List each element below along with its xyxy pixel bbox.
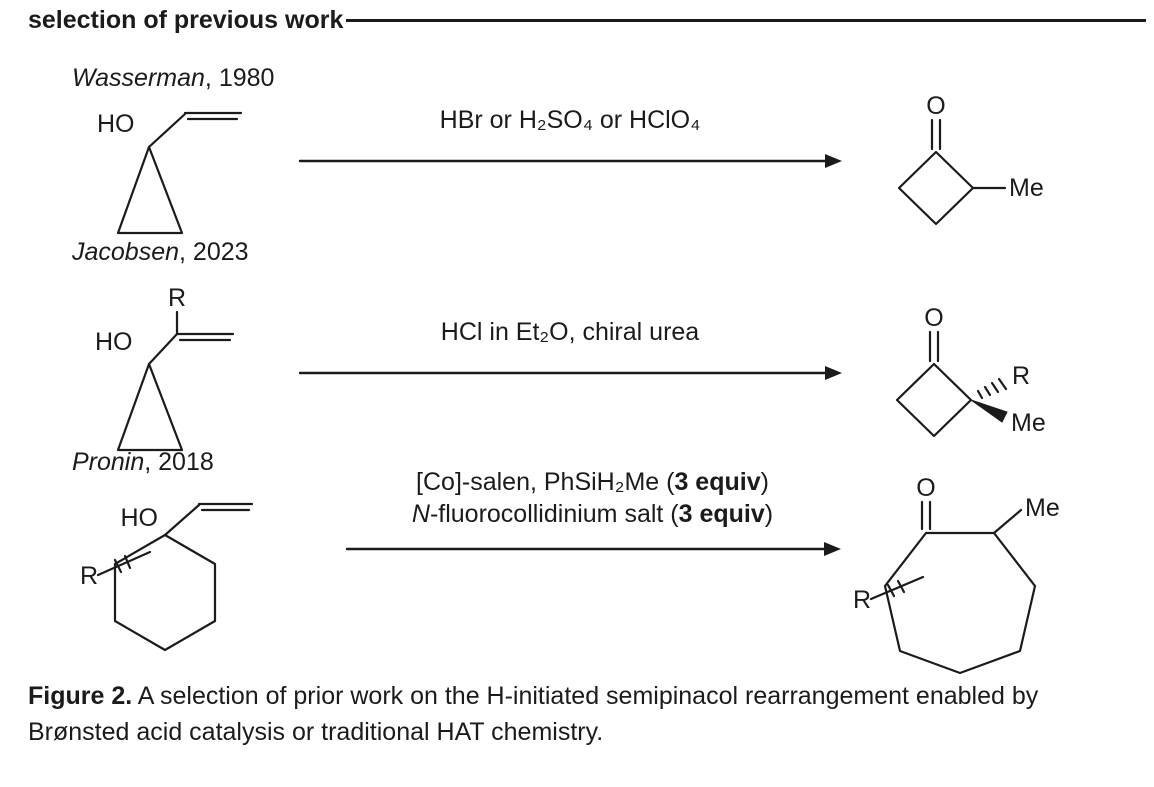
reagent-text: -fluorocollidinium salt ( [429, 500, 679, 528]
r-group-label: R [80, 562, 98, 590]
variable-position-tick [123, 554, 132, 570]
reagent-text: ) [760, 468, 769, 496]
reagents-pronin-line1: [Co]-salen, PhSiH₂Me (3 equiv) [345, 466, 840, 498]
r-group-label: R [168, 284, 186, 312]
title-rule [346, 19, 1146, 22]
variable-position-bond [96, 550, 152, 577]
cyclobutane-ring [895, 362, 973, 438]
figure-caption: Figure 2. A selection of prior work on t… [28, 678, 1138, 750]
methyl-label: Me [1025, 494, 1060, 522]
r-group-label: R [1012, 362, 1030, 390]
caption-text: A selection of prior work on the H-initi… [28, 682, 1039, 746]
hash-wedge-mark [997, 377, 1008, 391]
variable-position-tick [886, 583, 896, 598]
reagent-text: ) [764, 500, 774, 528]
methyl-label: Me [1011, 409, 1046, 437]
variable-position-bond [869, 575, 925, 601]
hash-wedge-mark [976, 389, 984, 400]
variable-position-tick [896, 579, 906, 594]
carbonyl-oxygen-label: O [916, 478, 935, 502]
author-year: , 1980 [204, 64, 275, 92]
entry-label-jacobsen: Jacobsen, 2023 [72, 238, 249, 267]
cyclopropane-ring [116, 362, 184, 452]
reaction-arrow [298, 154, 842, 168]
arrow-head [824, 542, 841, 556]
hash-wedge-mark [990, 381, 1000, 394]
entry-label-pronin: Pronin, 2018 [72, 448, 214, 477]
reaction-arrow [345, 542, 841, 556]
carbonyl-oxygen-label: O [924, 304, 943, 332]
carbonyl-oxygen-label: O [926, 92, 945, 120]
reagents-wasserman: HBr or H₂SO₄ or HClO₄ [439, 106, 701, 134]
single-bond [147, 112, 187, 149]
methyl-label: Me [1009, 174, 1044, 202]
structure-chiral-cyclobutanone: O R Me [895, 304, 1046, 438]
cyclobutane-ring [897, 150, 975, 226]
single-bond [992, 508, 1023, 535]
author-name: Jacobsen [72, 238, 180, 266]
r-group-label: R [853, 586, 871, 614]
author-name: Wasserman [72, 64, 205, 92]
reagents-pronin: [Co]-salen, PhSiH₂Me (3 equiv) N-fluoroc… [345, 466, 840, 530]
author-year: , 2018 [144, 448, 214, 476]
reaction-arrow [298, 366, 842, 380]
hydroxyl-label: HO [97, 110, 135, 138]
section-title: selection of previous work [28, 6, 344, 34]
reagents-jacobsen: HCl in Et₂O, chiral urea [440, 318, 700, 346]
structure-methyl-cyclobutanone: O Me [897, 92, 1044, 226]
variable-position-tick [113, 558, 123, 574]
single-bond [147, 332, 179, 366]
cyclopropane-ring [116, 145, 184, 235]
reagent-text: [Co]-salen, PhSiH₂Me ( [416, 468, 675, 496]
single-bond [163, 503, 201, 537]
reagents-pronin-line2: N-fluorocollidinium salt (3 equiv) [345, 498, 840, 530]
hydroxyl-label: HO [95, 328, 133, 356]
cycloheptane-ring [883, 531, 1037, 675]
structure-vinyl-cyclohexanol: HO R [80, 502, 254, 652]
author-year: , 2023 [179, 238, 249, 266]
structure-methyl-cycloheptanone: O Me R [853, 478, 1060, 675]
reagent-italic-text: N [411, 500, 430, 528]
entry-label-wasserman: Wasserman, 1980 [72, 64, 274, 93]
author-name: Pronin [72, 448, 145, 476]
structure-vinyl-cyclopropanol: HO [97, 110, 243, 235]
caption-label: Figure 2. [28, 682, 133, 710]
arrow-head [825, 154, 842, 168]
arrow-head [825, 366, 842, 380]
hydroxyl-label: HO [121, 504, 159, 532]
bold-wedge-bond [970, 399, 1008, 423]
reagent-bold-text: 3 equiv [674, 468, 761, 496]
reagent-bold-text: 3 equiv [678, 500, 765, 528]
hash-wedge-mark [983, 385, 992, 397]
cyclohexane-ring [113, 533, 217, 652]
structure-substituted-vinyl-cyclopropanol: R HO [95, 284, 235, 452]
